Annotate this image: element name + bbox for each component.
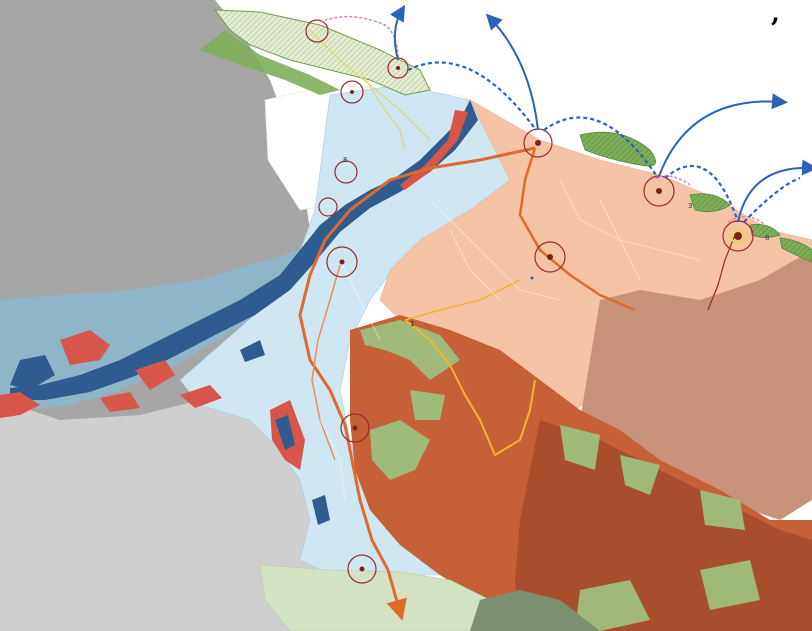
east-link [707,234,736,311]
node-circle-10 [534,241,566,273]
flow-arrows [389,4,812,223]
lagoon-area [0,250,300,412]
routes [298,29,736,621]
north-road [359,69,406,151]
flow-arrow-1 [389,4,406,61]
west-route [311,264,341,461]
node-markers [339,66,742,572]
east-route [518,147,636,312]
internal-boundaries [319,179,701,501]
node-circle-5 [334,160,358,184]
flow-arrow-3 [658,93,788,177]
nodes [305,19,754,584]
wetlands [0,100,478,525]
flow-arrow-4 [737,159,812,223]
flow-arrow-2 [485,13,539,131]
node-circle-3 [340,80,364,104]
south-dark-area [470,590,600,631]
node-circle-1 [305,19,329,43]
north-coast-strip [200,30,340,95]
node-circle-6 [318,197,338,217]
coastal-road [309,29,431,141]
node-label-c: 8 [765,234,769,242]
meadow-patches [360,320,760,631]
main-route [298,146,536,621]
node-yellow-halos [730,228,746,244]
node-circle-7 [326,246,358,278]
offshore-shoals [579,131,812,263]
node-circle-11 [340,413,370,443]
forest-trail [404,319,536,457]
plain-trail [404,279,521,321]
north-coast-hatched [213,9,431,96]
corner-glyph: ’ [770,12,780,45]
flow-dashed-arcs [407,61,801,223]
node-label-d: 3 [688,202,692,210]
pink-links [319,15,766,226]
node-label-b: 1 [410,320,414,328]
node-circle-12 [347,554,377,584]
node-label-a: 8 [343,156,347,164]
